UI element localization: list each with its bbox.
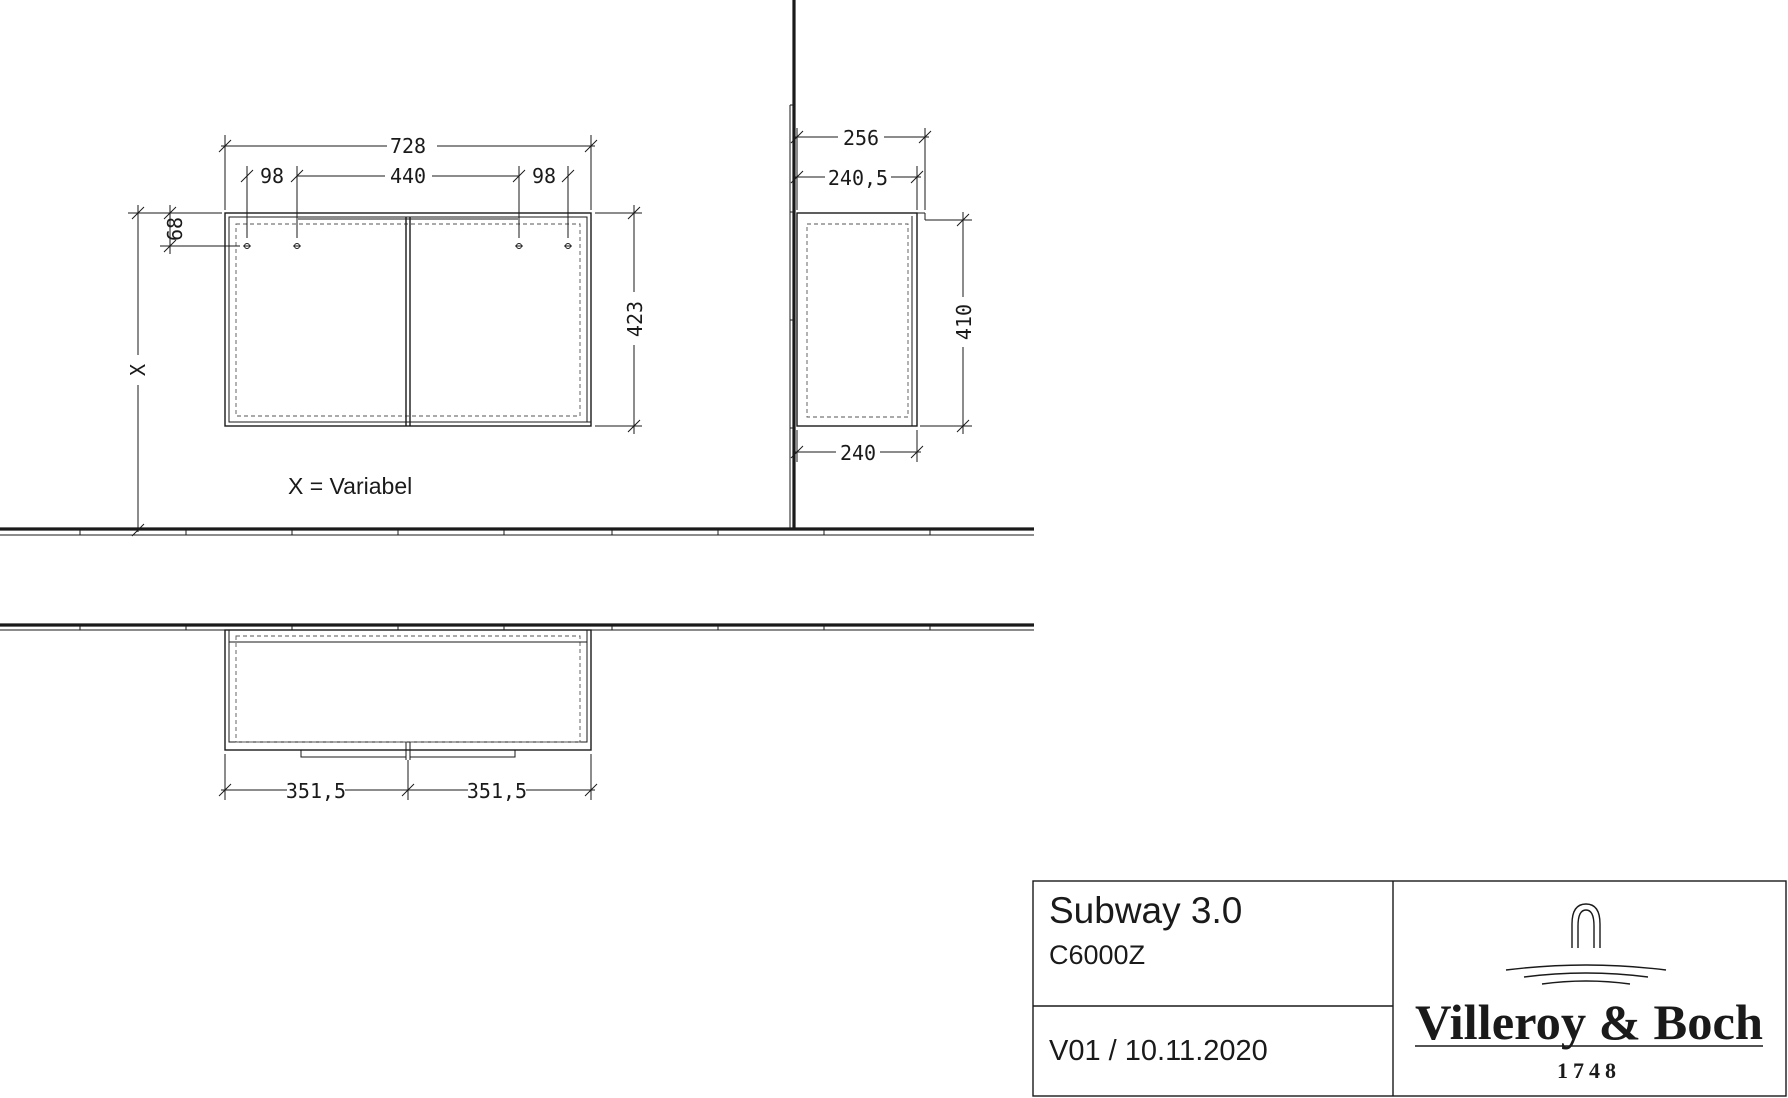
product-code: C6000Z	[1049, 940, 1145, 970]
wall-line-plan	[0, 623, 1034, 631]
version-date: V01 / 10.11.2020	[1049, 1035, 1268, 1067]
dim-plan-widths: 351,5 351,5	[218, 754, 598, 803]
dim-410-label: 410	[952, 304, 976, 340]
brand-name: Villeroy & Boch	[1415, 994, 1763, 1050]
dim-plan-left-label: 351,5	[286, 779, 346, 803]
dim-side-depth-total: 256	[790, 126, 932, 210]
dim-side-depth-inner: 240,5	[790, 166, 924, 210]
dim-plan-right-label: 351,5	[467, 779, 527, 803]
dim-front-top-offset: 68	[160, 205, 240, 254]
villeroy-boch-fountain-logo-icon	[1505, 903, 1667, 985]
front-elevation	[224, 212, 592, 427]
dim-728-label: 728	[390, 134, 426, 158]
product-name: Subway 3.0	[1049, 890, 1242, 931]
wall-line-vertical	[789, 0, 796, 529]
dim-423-label: 423	[623, 301, 647, 337]
dim-front-width: 728	[218, 134, 598, 210]
floor-line	[0, 527, 1034, 536]
dim-440-label: 440	[390, 164, 426, 188]
dim-240-label: 240	[840, 441, 876, 465]
dim-256-label: 256	[843, 126, 879, 150]
plan-view	[224, 629, 592, 760]
dim-side-depth-bottom: 240	[790, 430, 924, 465]
dim-x-label: X	[126, 364, 150, 376]
dim-98-left-label: 98	[260, 164, 284, 188]
dim-front-variable: X	[126, 205, 160, 537]
variable-note: X = Variabel	[288, 473, 412, 499]
dim-front-height: 423	[595, 205, 647, 434]
brand-year: 1748	[1557, 1058, 1621, 1083]
dim-side-height: 410	[920, 212, 976, 434]
dim-98-right-label: 98	[532, 164, 556, 188]
dim-240-5-label: 240,5	[828, 166, 888, 190]
dim-front-offsets: 98 440 98	[240, 164, 575, 238]
side-elevation	[796, 212, 926, 427]
title-block: Subway 3.0 C6000Z V01 / 10.11.2020 Ville…	[1032, 880, 1787, 1097]
dim-68-label: 68	[163, 217, 187, 241]
